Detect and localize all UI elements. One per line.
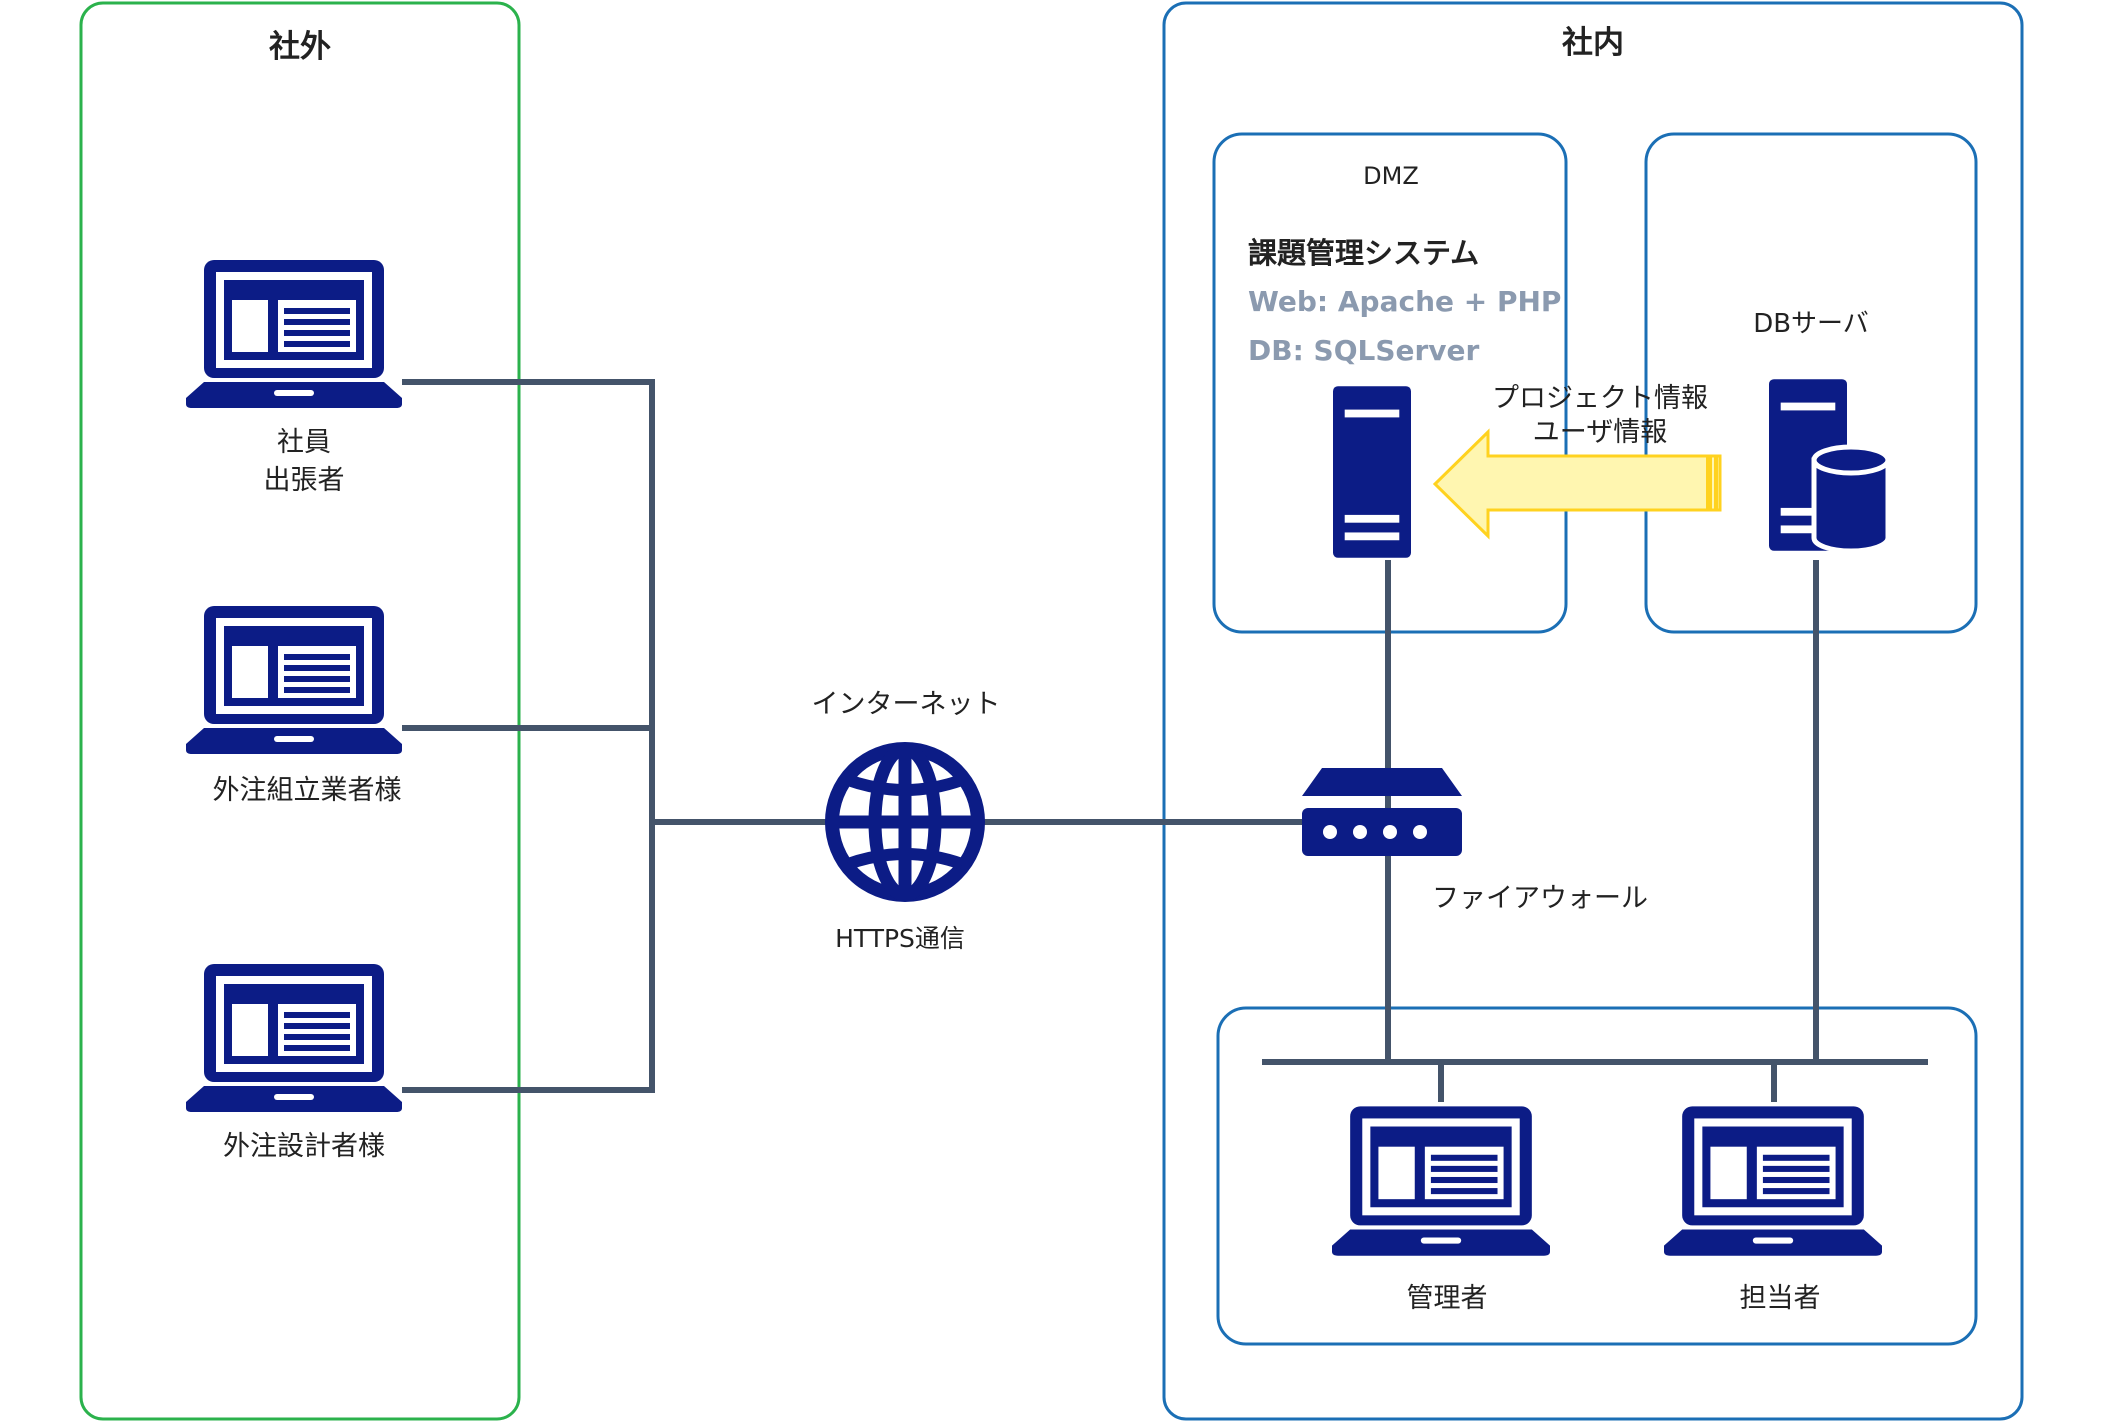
data-flow-label-line1: プロジェクト情報 — [1492, 383, 1708, 414]
system-name: 課題管理システム — [1248, 236, 1480, 270]
outside-zone — [79, 1, 521, 1421]
admin-laptop-icon — [1332, 1106, 1550, 1256]
inside-zone — [1162, 1, 2024, 1421]
employee-label-line2: 出張者 — [263, 465, 345, 496]
design-vendor-label: 外注設計者様 — [223, 1131, 385, 1162]
system-web-spec: Web: Apache + PHP — [1248, 285, 1562, 318]
client-bus-line — [402, 379, 655, 1093]
firewall-label: ファイアウォール — [1432, 883, 1648, 914]
admin-label: 管理者 — [1406, 1283, 1488, 1314]
assembly-vendor-laptop-icon — [186, 606, 402, 754]
outside-zone-title: 社外 — [269, 29, 331, 65]
database-icon — [1811, 444, 1891, 554]
staff-label: 担当者 — [1739, 1283, 1821, 1314]
data-flow-label-line2: ユーザ情報 — [1532, 417, 1668, 448]
internet-label: インターネット — [811, 689, 1001, 720]
employee-laptop-icon — [186, 260, 402, 408]
system-server-icon — [1333, 386, 1411, 558]
design-vendor-laptop-icon — [186, 964, 402, 1112]
db-zone — [1644, 132, 1978, 634]
globe-icon — [825, 742, 985, 902]
staff-laptop-icon — [1664, 1106, 1882, 1256]
firewall-icon — [1302, 768, 1462, 856]
internal-lan-zone — [1216, 1006, 1978, 1346]
inside-zone-title: 社内 — [1562, 25, 1624, 61]
employee-label-line1: 社員 — [277, 427, 331, 458]
system-db-spec: DB: SQLServer — [1248, 334, 1480, 367]
data-flow-arrow-icon — [1432, 428, 1722, 540]
dmz-zone-title: DMZ — [1363, 162, 1419, 190]
db-zone-title: DBサーバ — [1753, 309, 1869, 339]
assembly-vendor-label: 外注組立業者様 — [212, 775, 402, 806]
https-label: HTTPS通信 — [835, 924, 965, 953]
